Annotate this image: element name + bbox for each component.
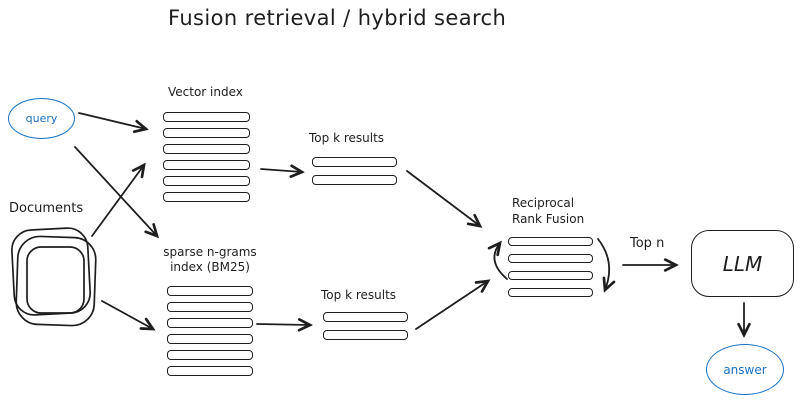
stack-bar [508, 288, 593, 297]
vector-index-label: Vector index [168, 85, 243, 99]
arrow-vector-index-to-topk [260, 169, 302, 172]
stack-bar [163, 112, 250, 122]
arrow-query-to-vector-index [78, 112, 146, 129]
topk-vector-stack [312, 157, 397, 185]
arrow-topk-sparse-to-rrf [415, 281, 488, 330]
sparse-index-label: sparse n-grams index (BM25) [160, 245, 260, 275]
topk-vector-label: Top k results [309, 131, 385, 145]
answer-label: answer [723, 362, 767, 377]
rrf-label-line1: Reciprocal [512, 196, 575, 210]
diagram-title: Fusion retrieval / hybrid search [168, 6, 507, 30]
stack-bar [167, 318, 253, 328]
stack-bar [163, 128, 250, 138]
stack-bar [167, 366, 253, 376]
rrf-stack [508, 237, 593, 297]
arrow-documents-to-sparse-index [101, 300, 153, 329]
llm-label: LLM [722, 251, 763, 276]
topk-sparse-label: Top k results [321, 288, 397, 302]
stack-bar [312, 175, 397, 185]
stack-bar [312, 157, 397, 167]
query-label: query [25, 112, 58, 125]
stack-bar [163, 192, 250, 202]
top-n-label: Top n [630, 236, 665, 251]
sparse-index-label-line1: sparse n-grams [163, 245, 257, 259]
stack-bar [163, 176, 250, 186]
topk-sparse-stack [323, 312, 408, 340]
llm-node: LLM [691, 230, 794, 297]
stack-bar [167, 350, 253, 360]
rrf-rerank-curve-right-icon [597, 238, 609, 290]
answer-node: answer [706, 344, 784, 395]
query-node: query [8, 98, 75, 139]
sparse-index-label-line2: index (BM25) [170, 260, 250, 274]
stack-bar [167, 302, 253, 312]
rrf-label-line2: Rank Fusion [512, 212, 585, 226]
vector-index-stack [163, 112, 250, 202]
arrow-sparse-index-to-topk [256, 324, 310, 325]
stack-bar [163, 144, 250, 154]
stack-bar [323, 330, 408, 340]
stack-bar [323, 312, 408, 322]
sparse-index-stack [167, 286, 253, 376]
stack-bar [167, 334, 253, 344]
arrow-topk-vector-to-rrf [406, 170, 480, 226]
rrf-label: Reciprocal Rank Fusion [512, 195, 584, 227]
stack-bar [163, 160, 250, 170]
arrow-query-to-sparse-index [74, 146, 157, 236]
stack-bar [508, 271, 593, 280]
stack-bar [508, 254, 593, 263]
arrow-documents-to-vector-index [91, 165, 144, 237]
stacked-documents-icon [11, 227, 97, 327]
rrf-rerank-curve-left-icon [494, 243, 508, 280]
stack-bar [508, 237, 593, 246]
stack-bar [167, 286, 253, 296]
documents-label: Documents [9, 201, 84, 216]
